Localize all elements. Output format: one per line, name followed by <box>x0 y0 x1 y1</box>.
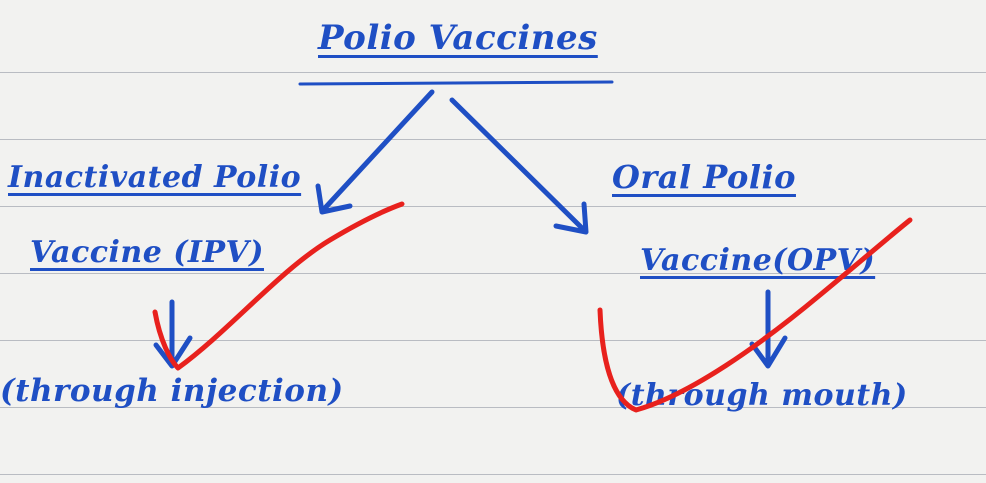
arrow-to-opv-head <box>553 201 589 235</box>
red-tick-opv <box>597 217 913 413</box>
arrow-to-opv <box>449 97 585 231</box>
arrow-opv-down-head <box>749 335 788 369</box>
diagram-title: Polio Vaccines <box>318 18 598 58</box>
ipv-label-line1: Inactivated Polio <box>8 160 302 195</box>
opv-label-line1: Oral Polio <box>612 158 796 196</box>
opv-label-line2: Vaccine(OPV) <box>640 243 876 278</box>
opv-route-text: (through mouth) <box>616 378 908 413</box>
arrow-ipv-down-head <box>153 335 193 369</box>
ipv-route-text: (through injection) <box>0 373 344 409</box>
title-double-underline <box>298 80 614 86</box>
ipv-label-line2: Vaccine (IPV) <box>30 235 264 270</box>
arrow-to-ipv <box>322 89 435 211</box>
arrow-to-ipv-head <box>315 183 353 215</box>
red-tick-ipv <box>152 201 405 371</box>
